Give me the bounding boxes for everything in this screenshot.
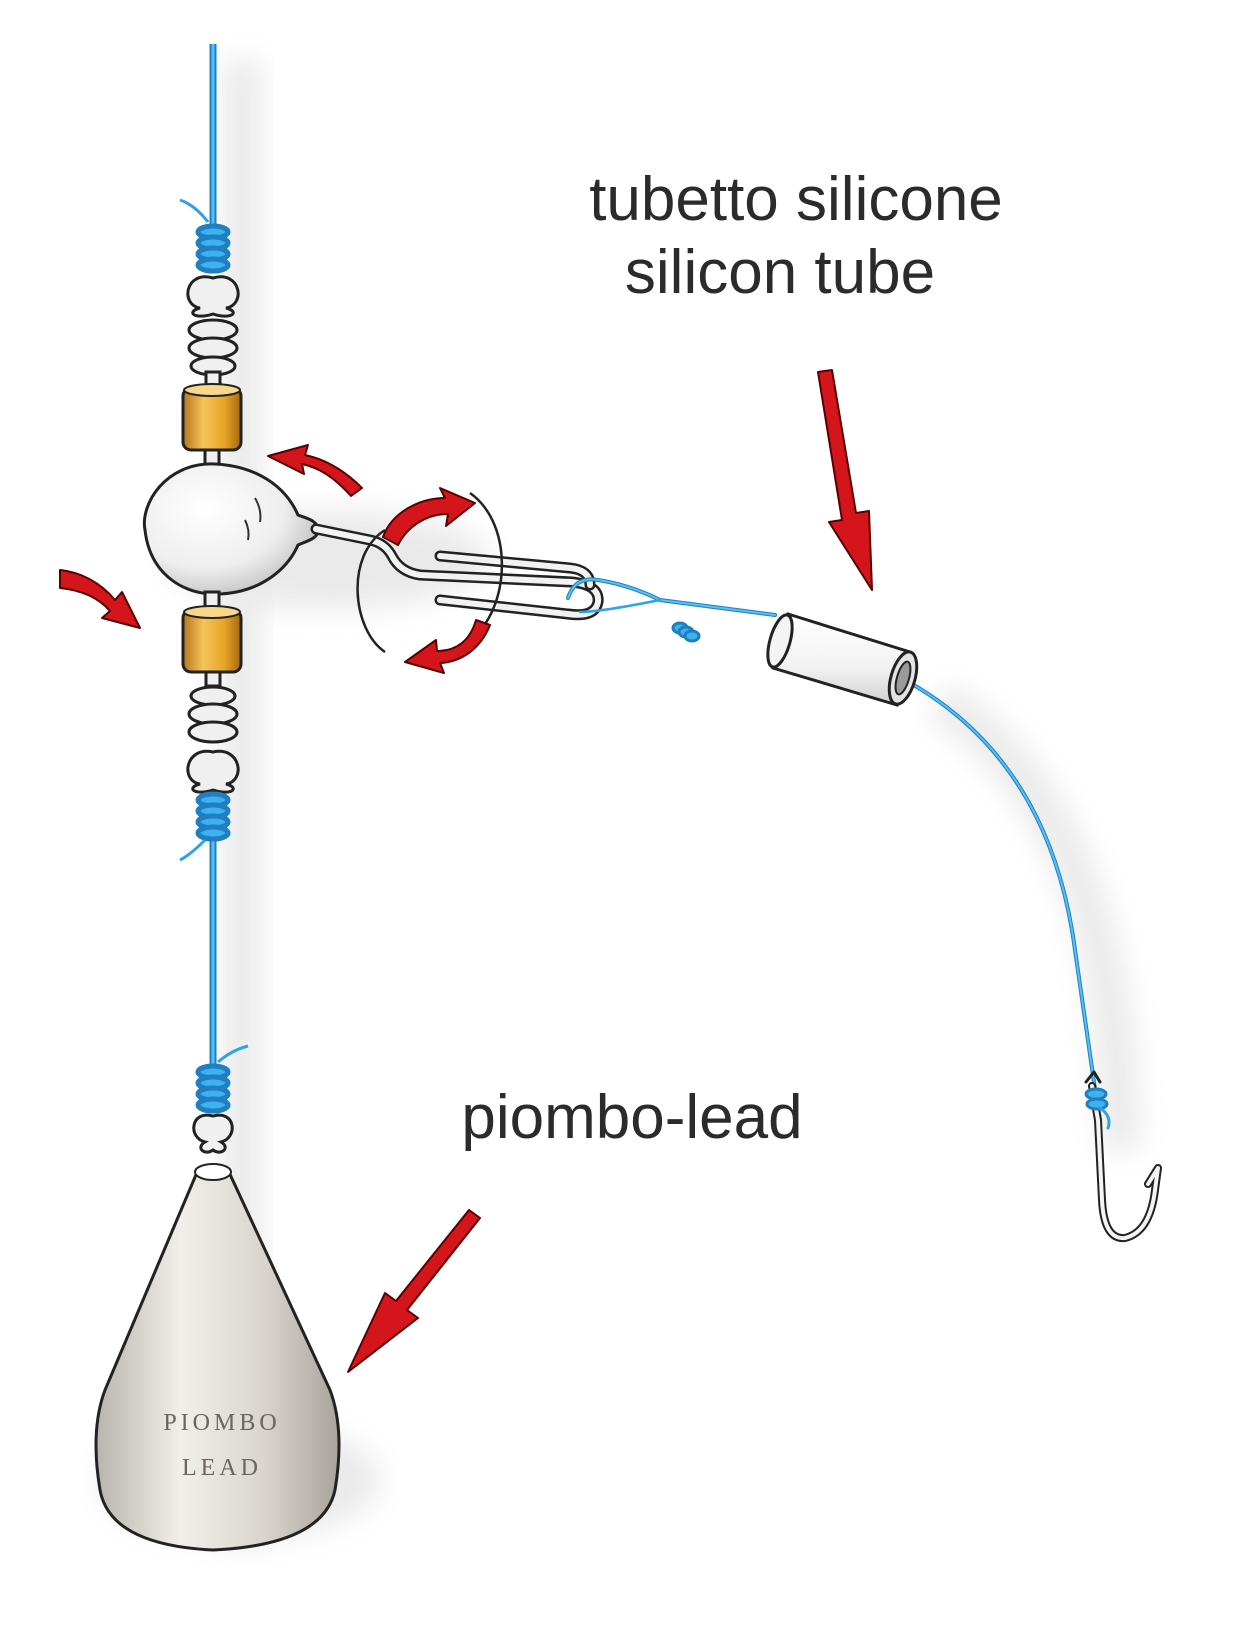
sinker-engraving-line2: LEAD xyxy=(182,1455,262,1481)
arrow-to-sinker-icon xyxy=(347,1209,481,1373)
sinker-knot xyxy=(195,1044,249,1114)
boom-ball xyxy=(142,462,320,596)
arrow-up-left-icon xyxy=(267,444,363,497)
arrow-in-left-icon xyxy=(59,569,141,629)
leader-knot xyxy=(671,621,701,643)
label-tube-english: silicon tube xyxy=(625,238,935,307)
arrow-rotate-lower-icon xyxy=(404,619,491,674)
lower-bead xyxy=(181,590,243,674)
label-lead: piombo-lead xyxy=(461,1083,802,1152)
upper-knot xyxy=(179,198,231,274)
upper-bead xyxy=(181,383,243,470)
upper-swivel xyxy=(186,275,240,388)
arrow-to-tube-icon xyxy=(817,369,873,591)
arrow-rotate-upper-icon xyxy=(382,487,476,546)
lower-swivel xyxy=(186,670,240,794)
lower-knot xyxy=(179,791,231,862)
sinker-engraving-line1: PIOMBO xyxy=(163,1410,280,1436)
leader-line xyxy=(566,577,1100,1112)
sinker-eye xyxy=(192,1113,234,1154)
label-tube-italian: tubetto silicone xyxy=(589,165,1003,234)
lead-sinker: PIOMBO LEAD xyxy=(94,1163,341,1552)
silicone-tube xyxy=(766,612,919,707)
hook-icon xyxy=(1084,1070,1162,1243)
motion-arrows xyxy=(59,369,873,1373)
